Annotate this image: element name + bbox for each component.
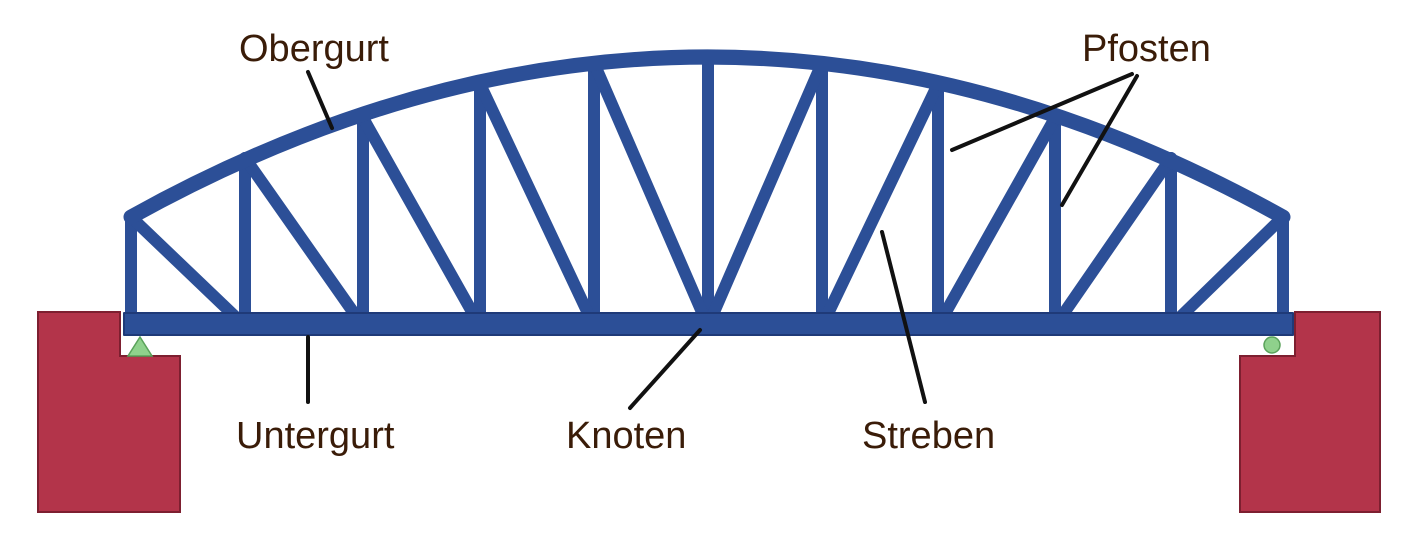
brace [239,152,369,332]
left-abutment [37,311,181,513]
brace [1049,152,1177,332]
brace [1165,211,1289,332]
bottom-chord [123,312,1294,336]
leader-line-pfosten-2 [1060,74,1139,207]
bearings [126,335,1281,357]
roller-bearing [1263,336,1281,354]
label-pfosten: Pfosten [1082,28,1211,70]
abutments [37,311,1381,513]
brace [474,78,600,332]
leader-line-obergurt [306,70,334,130]
truss-posts [125,50,1289,332]
leader-line-pfosten-1 [950,72,1134,152]
leader-lines [306,70,1139,410]
brace [702,57,828,332]
brace [588,57,714,332]
brace [932,112,1061,332]
label-obergurt: Obergurt [239,28,389,70]
top-chord [123,49,1291,225]
leader-line-knoten [628,328,702,410]
label-untergurt: Untergurt [236,415,395,457]
truss [123,49,1294,336]
right-abutment [1239,311,1381,513]
leader-line-streben [880,230,927,404]
brace [816,78,944,332]
label-streben: Streben [862,415,995,457]
label-knoten: Knoten [566,415,686,457]
brace [125,211,251,332]
labels: Obergurt Pfosten Untergurt Knoten Strebe… [236,28,1211,457]
brace [357,112,486,332]
truss-braces [125,57,1289,332]
fixed-bearing [126,335,154,357]
